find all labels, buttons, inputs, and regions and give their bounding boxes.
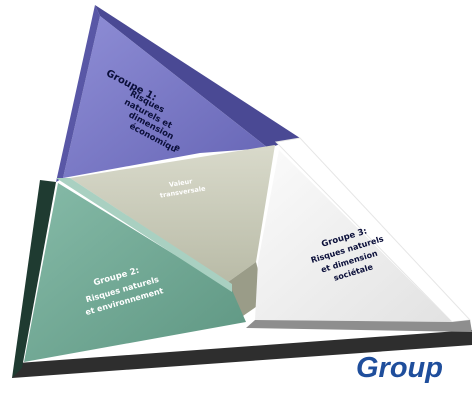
center-panel-line-1: Valeur bbox=[168, 177, 193, 189]
right-panel-bevel-bottom bbox=[246, 320, 472, 332]
pyramid-bevel-left bbox=[12, 180, 56, 378]
top-panel-bevel bbox=[95, 5, 300, 148]
top-panel-line-5: e bbox=[172, 142, 182, 154]
bottom-title: Group bbox=[356, 352, 443, 384]
left-panel-bevel-top bbox=[56, 178, 232, 292]
right-panel bbox=[246, 137, 472, 332]
top-panel-inner-shade bbox=[56, 5, 100, 182]
right-panel-face bbox=[255, 150, 452, 322]
left-panel bbox=[24, 178, 246, 362]
top-panel-face bbox=[63, 16, 268, 178]
center-panel-face bbox=[70, 145, 275, 282]
top-panel bbox=[56, 5, 300, 182]
pyramid-bevel-bottom bbox=[12, 330, 472, 378]
left-panel-face bbox=[24, 183, 246, 362]
